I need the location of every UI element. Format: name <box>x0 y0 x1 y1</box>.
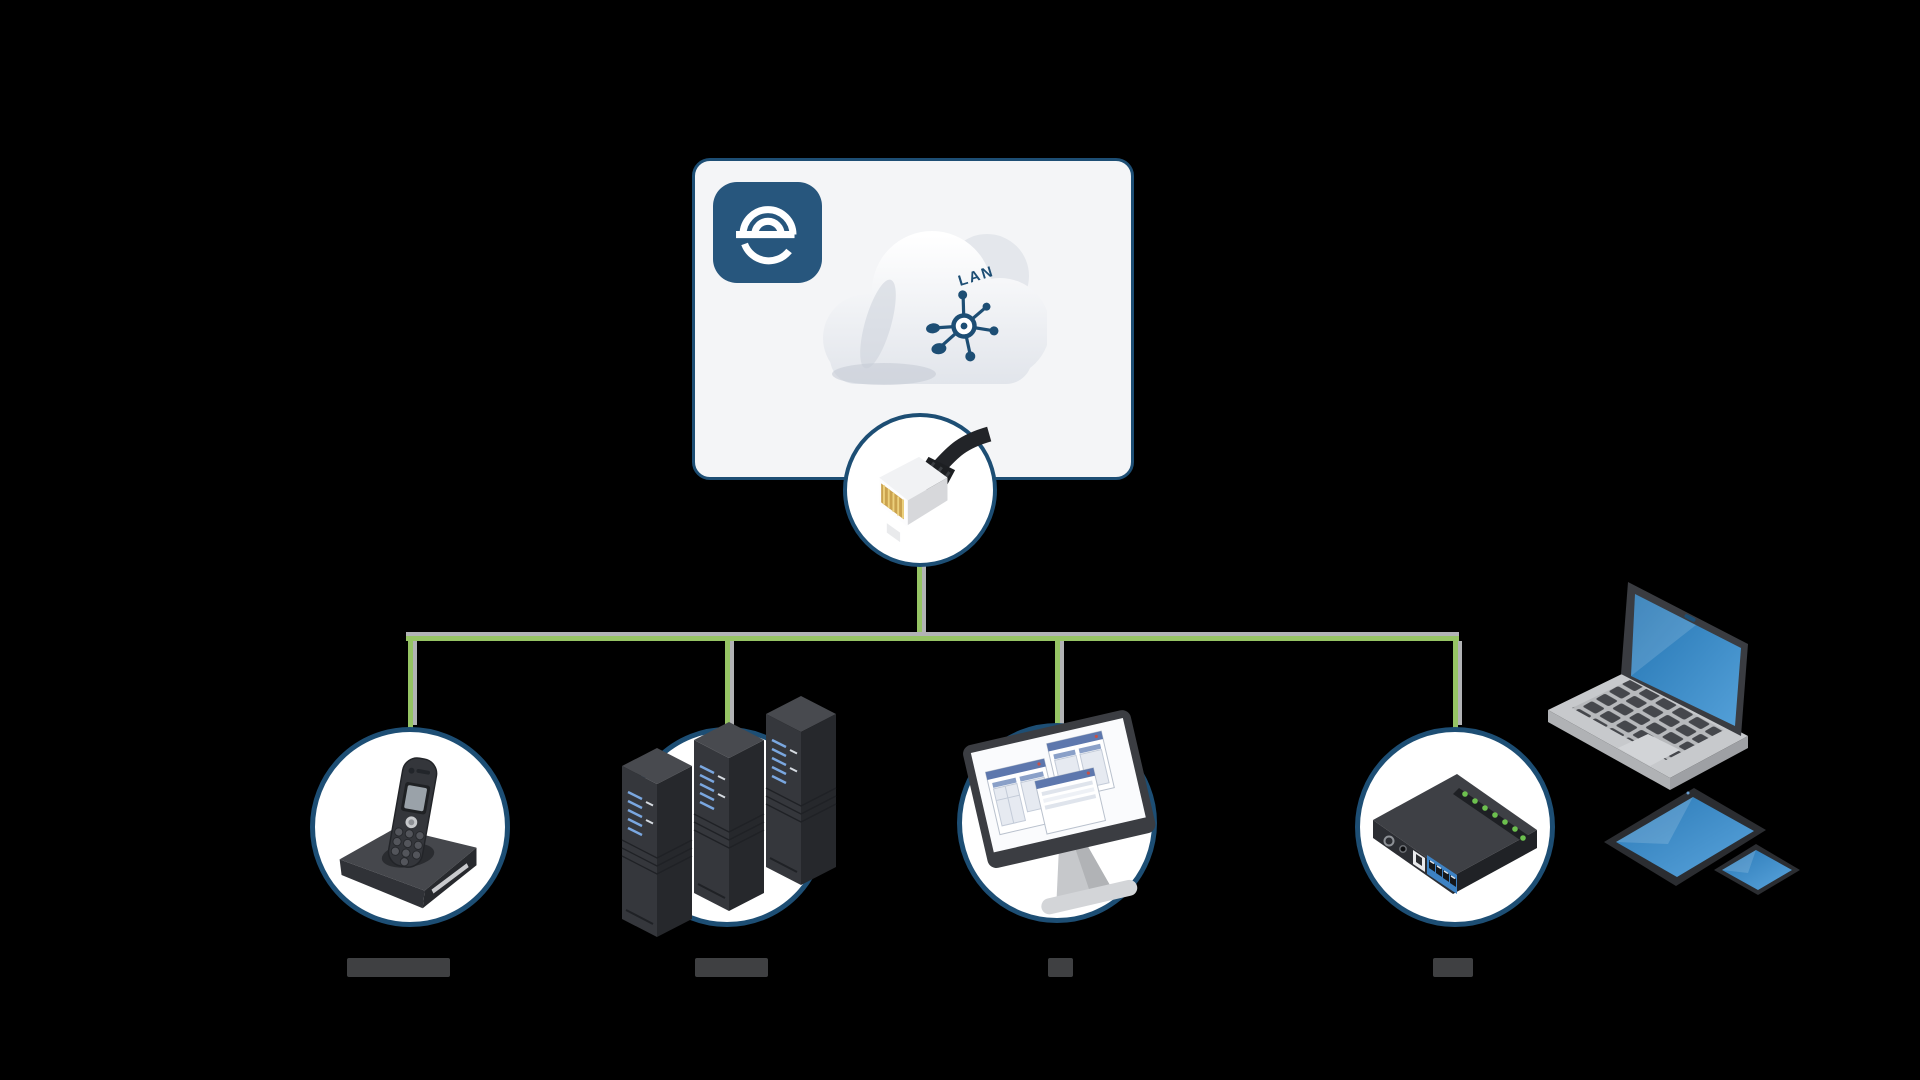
cloud-shade-bottom <box>832 363 936 385</box>
connector-line-riser <box>917 565 922 637</box>
cloud-shade-left <box>860 279 896 369</box>
tablet-smartphone-icon <box>1604 788 1800 895</box>
network-router-icon <box>1373 774 1537 894</box>
connector-line-drop2-shadow <box>730 641 734 725</box>
rj45-plug-icon <box>879 426 992 543</box>
redacted-label-bar <box>1433 958 1473 977</box>
node-label-servers <box>695 958 768 977</box>
smartphone <box>1714 844 1800 895</box>
connector-line-trunk <box>406 636 1459 641</box>
plug-clip <box>886 523 901 543</box>
connector-line-drop3 <box>1055 641 1060 729</box>
connector-line-drop3-shadow <box>1060 641 1064 725</box>
server-towers-icon <box>620 694 838 939</box>
connector-line-drop2 <box>725 641 730 729</box>
redacted-label-bar <box>1048 958 1073 977</box>
laptop-icon <box>1548 582 1748 790</box>
connector-line-drop4 <box>1453 641 1458 729</box>
connector-line-trunk-shadow <box>406 632 1459 636</box>
connector-line-drop1 <box>408 641 413 729</box>
node-label-phone-system <box>347 958 450 977</box>
connector-line-drop4-shadow <box>1458 641 1462 725</box>
plug-side <box>907 477 948 526</box>
desktop-monitor-icon <box>963 710 1156 915</box>
redacted-label-bar <box>695 958 768 977</box>
lan-cloud-icon: LAN <box>823 231 1047 385</box>
cable <box>932 426 992 474</box>
plug-top <box>879 456 948 501</box>
ethernet-connector-circle <box>843 413 997 567</box>
e-logo <box>713 182 822 283</box>
network-hub-icon <box>926 290 999 362</box>
node-label-router <box>1433 958 1473 977</box>
connector-line-riser-shadow <box>922 565 926 632</box>
redacted-label-bar <box>347 958 450 977</box>
connector-line-drop1-shadow <box>413 641 417 725</box>
tablet <box>1604 788 1766 886</box>
e-logo-glyph <box>735 205 796 264</box>
node-label-desktop-pc <box>1048 958 1073 977</box>
cordless-phone-icon <box>339 757 477 909</box>
